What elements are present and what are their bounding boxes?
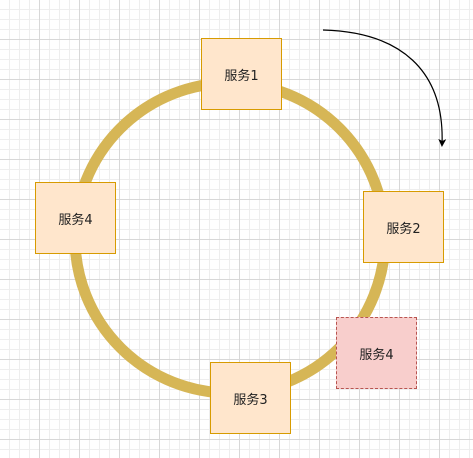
node-service-4-left[interactable]: 服务4 bbox=[35, 182, 116, 254]
node-service-1[interactable]: 服务1 bbox=[201, 38, 282, 110]
clockwise-arrow bbox=[322, 29, 447, 147]
node-service-1-label: 服务1 bbox=[224, 68, 259, 84]
node-service-2-label: 服务2 bbox=[386, 221, 421, 237]
node-service-4-new-label: 服务4 bbox=[359, 347, 394, 363]
node-service-4-new[interactable]: 服务4 bbox=[336, 317, 417, 389]
node-service-3[interactable]: 服务3 bbox=[210, 362, 291, 434]
node-service-4-left-label: 服务4 bbox=[58, 212, 93, 228]
node-service-3-label: 服务3 bbox=[233, 392, 268, 408]
node-service-2[interactable]: 服务2 bbox=[363, 191, 444, 263]
